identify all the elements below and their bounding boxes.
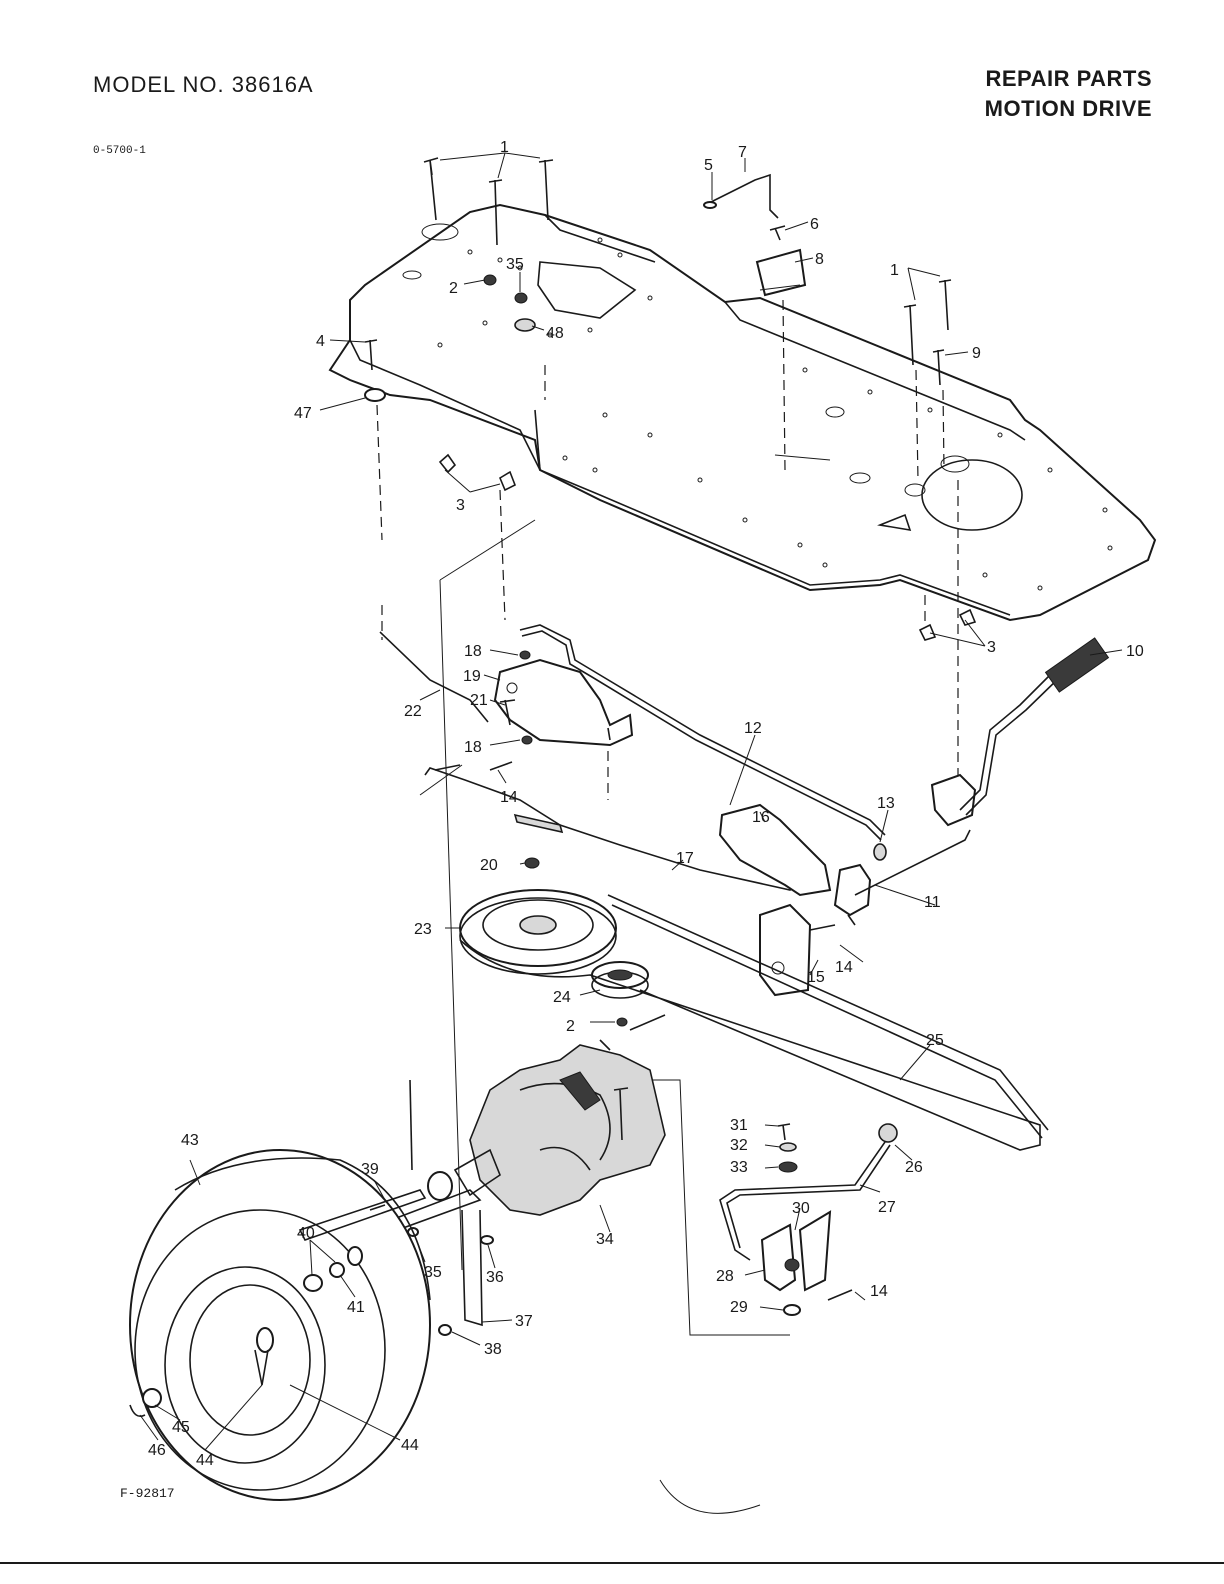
chassis-frame xyxy=(328,203,1157,622)
callout-36: 36 xyxy=(486,1269,504,1286)
callout-45: 45 xyxy=(172,1419,190,1436)
callout-44: 44 xyxy=(196,1452,214,1469)
callout-17: 17 xyxy=(676,850,694,867)
callout-24: 24 xyxy=(553,989,571,1006)
callout-25: 25 xyxy=(926,1032,944,1049)
callout-9: 9 xyxy=(972,345,981,362)
frame-bolts xyxy=(364,157,977,641)
control-bracket-assembly xyxy=(718,637,1110,997)
callout-2: 2 xyxy=(449,280,458,297)
sketch-mark xyxy=(659,1479,761,1514)
callout-47: 47 xyxy=(294,405,312,422)
rod-37 xyxy=(407,1209,494,1336)
callout-5: 5 xyxy=(704,157,713,174)
callout-19: 19 xyxy=(463,668,481,685)
callout-38: 38 xyxy=(484,1341,502,1358)
callout-16: 16 xyxy=(752,809,770,826)
callout-2: 2 xyxy=(566,1018,575,1035)
callout-18: 18 xyxy=(464,739,482,756)
callout-12: 12 xyxy=(744,720,762,737)
callout-41: 41 xyxy=(347,1299,365,1316)
callout-11: 11 xyxy=(924,894,941,911)
callout-34: 34 xyxy=(596,1231,614,1248)
callout-1: 1 xyxy=(500,139,509,156)
callout-8: 8 xyxy=(815,251,824,268)
callout-20: 20 xyxy=(480,857,498,874)
wheel-assembly xyxy=(129,1149,431,1501)
callout-15: 15 xyxy=(807,969,825,986)
callout-4: 4 xyxy=(316,333,325,350)
leader-lines xyxy=(139,152,1123,1451)
callout-3: 3 xyxy=(456,497,465,514)
callout-37: 37 xyxy=(515,1313,533,1330)
callout-26: 26 xyxy=(905,1159,923,1176)
callout-33: 33 xyxy=(730,1159,748,1176)
callout-46: 46 xyxy=(148,1442,166,1459)
belt-and-pulleys xyxy=(459,857,1049,1151)
callout-21: 21 xyxy=(470,692,488,709)
callout-23: 23 xyxy=(414,921,432,938)
callout-35: 35 xyxy=(424,1264,442,1281)
callout-22: 22 xyxy=(404,703,422,720)
callout-35: 35 xyxy=(506,256,524,273)
callout-6: 6 xyxy=(810,216,819,233)
lever-bracket-assembly xyxy=(703,173,807,297)
alignment-lines xyxy=(376,299,959,1336)
cable-17 xyxy=(424,764,801,891)
callout-44: 44 xyxy=(401,1437,419,1454)
callout-14: 14 xyxy=(500,789,518,806)
callout-30: 30 xyxy=(792,1200,810,1217)
callout-14: 14 xyxy=(870,1283,888,1300)
transaxle xyxy=(363,1014,666,1241)
callout-48: 48 xyxy=(546,325,564,342)
model-number: MODEL NO. 38616A xyxy=(93,72,314,97)
callout-31: 31 xyxy=(730,1117,748,1134)
callout-39: 39 xyxy=(361,1161,379,1178)
shift-linkage xyxy=(379,624,886,841)
callout-7: 7 xyxy=(738,144,747,161)
callout-3: 3 xyxy=(987,639,996,656)
callout-43: 43 xyxy=(181,1132,199,1149)
shift-lever-assembly xyxy=(719,1123,898,1316)
document-code: 0-5700-1 xyxy=(93,145,146,157)
callout-labels: 1 1 2 2 3 3 4 5 6 7 8 9 10 11 12 13 14 1… xyxy=(148,139,1144,1469)
callout-32: 32 xyxy=(730,1137,748,1154)
callout-1: 1 xyxy=(890,262,899,279)
callout-40: 40 xyxy=(297,1225,315,1242)
callout-28: 28 xyxy=(716,1268,734,1285)
figure-code: F-92817 xyxy=(120,1486,175,1501)
callout-14: 14 xyxy=(835,959,853,976)
page-title-line1: REPAIR PARTS xyxy=(985,66,1152,91)
callout-29: 29 xyxy=(730,1299,748,1316)
page-title-line2: MOTION DRIVE xyxy=(984,96,1152,121)
page-bottom-rule xyxy=(0,1562,1224,1564)
callout-18: 18 xyxy=(464,643,482,660)
callout-10: 10 xyxy=(1126,643,1144,660)
callout-27: 27 xyxy=(878,1199,896,1216)
callout-13: 13 xyxy=(877,795,895,812)
